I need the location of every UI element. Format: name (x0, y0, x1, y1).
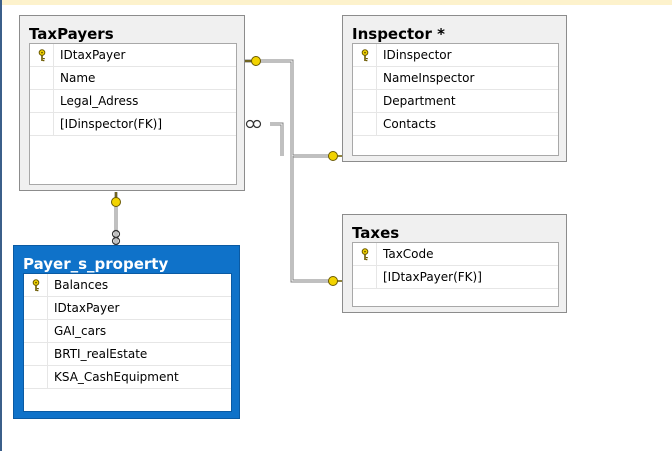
column-selector-cell (30, 67, 54, 89)
column-row[interactable]: GAI_cars (24, 320, 231, 343)
column-row[interactable]: Contacts (353, 113, 558, 136)
table-taxes[interactable]: Taxes TaxCode [IDtaxPayer(FK)] (342, 214, 567, 313)
infinity-endpoint-icon (245, 119, 262, 129)
column-name: Name (60, 71, 96, 85)
table-title: Payer_s_property (23, 255, 169, 273)
column-row[interactable]: Name (30, 67, 236, 90)
column-row[interactable]: IDtaxPayer (30, 44, 236, 67)
infinity-endpoint-icon (111, 229, 121, 246)
column-row[interactable]: BRTI_realEstate (24, 343, 231, 366)
column-name: [IDtaxPayer(FK)] (383, 270, 482, 284)
column-name: Contacts (383, 117, 436, 131)
column-selector-cell (24, 366, 48, 388)
column-row[interactable]: Legal_Adress (30, 90, 236, 113)
column-row[interactable]: TaxCode (353, 243, 558, 266)
column-name: Balances (54, 278, 109, 292)
column-row[interactable]: NameInspector (353, 67, 558, 90)
column-name: TaxCode (383, 247, 434, 261)
left-edge (0, 0, 2, 451)
column-name: IDtaxPayer (60, 48, 126, 62)
connector-taxpayers-inspector[interactable] (241, 59, 333, 158)
column-name: KSA_CashEquipment (54, 370, 179, 384)
column-name: IDtaxPayer (54, 301, 120, 315)
column-selector-cell (353, 90, 377, 112)
column-selector-cell (24, 320, 48, 342)
key-endpoint-icon (243, 56, 261, 66)
key-icon (353, 243, 377, 265)
connector-taxpayers-taxes[interactable] (290, 156, 333, 283)
column-row[interactable]: [IDtaxPayer(FK)] (353, 266, 558, 289)
top-strip (0, 0, 672, 5)
key-endpoint-icon (111, 192, 121, 207)
column-row[interactable]: Department (353, 90, 558, 113)
column-name: [IDinspector(FK)] (60, 117, 163, 131)
column-name: GAI_cars (54, 324, 107, 338)
column-selector-cell (353, 113, 377, 135)
column-selector-cell (353, 67, 377, 89)
connector-taxpayers-fk[interactable] (270, 122, 284, 156)
column-name: NameInspector (383, 71, 475, 85)
column-selector-cell (30, 90, 54, 112)
column-name: IDinspector (383, 48, 452, 62)
key-endpoint-icon (328, 151, 343, 161)
column-row[interactable]: Balances (24, 274, 231, 297)
key-icon (353, 44, 377, 66)
column-name: Legal_Adress (60, 94, 139, 108)
column-row[interactable]: [IDinspector(FK)] (30, 113, 236, 136)
column-selector-cell (24, 297, 48, 319)
column-list: TaxCode [IDtaxPayer(FK)] (352, 242, 559, 307)
column-selector-cell (30, 113, 54, 135)
column-row[interactable]: IDinspector (353, 44, 558, 67)
key-endpoint-icon (328, 276, 343, 286)
table-title: TaxPayers (29, 25, 114, 43)
table-title: Taxes (352, 224, 400, 242)
column-row[interactable]: KSA_CashEquipment (24, 366, 231, 389)
column-selector-cell (24, 343, 48, 365)
column-selector-cell (353, 266, 377, 288)
column-name: Department (383, 94, 456, 108)
key-icon (30, 44, 54, 66)
table-title: Inspector * (352, 25, 445, 43)
column-row[interactable]: IDtaxPayer (24, 297, 231, 320)
key-icon (24, 274, 48, 296)
column-name: BRTI_realEstate (54, 347, 148, 361)
